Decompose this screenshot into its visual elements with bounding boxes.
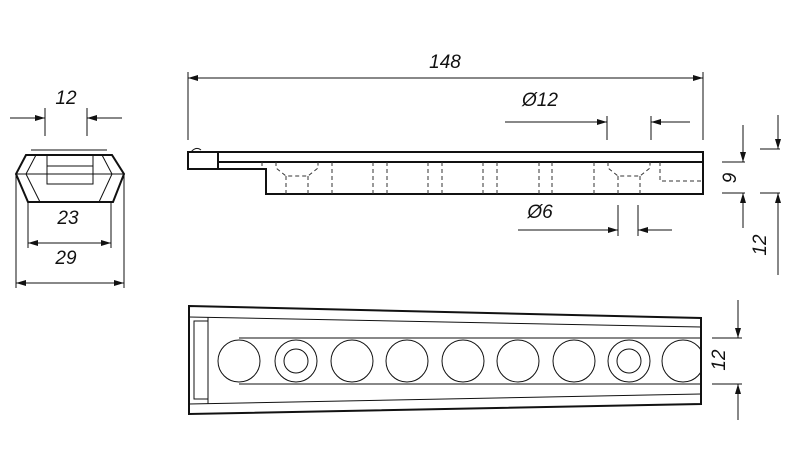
side-view: 148 Ø12 Ø6 9 12: [187, 52, 781, 275]
dim-channel-width: 12: [709, 349, 730, 371]
dim-thickness: 9: [720, 172, 741, 183]
dim-end-outer-width: 29: [54, 248, 77, 269]
end-view: 12 23 29: [10, 88, 126, 288]
dim-counterbore-diameter: Ø12: [521, 90, 558, 111]
plan-view: 12: [188, 300, 742, 420]
dim-length: 148: [429, 52, 461, 73]
dim-end-top-width: 12: [55, 88, 77, 109]
dim-hole-diameter: Ø6: [526, 202, 553, 223]
dim-height: 12: [750, 234, 771, 256]
dim-end-inner-width: 23: [56, 208, 79, 229]
holes: [217, 339, 701, 383]
